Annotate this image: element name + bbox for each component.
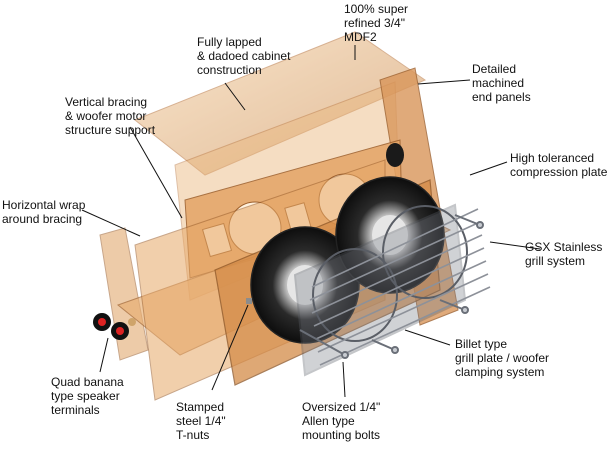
callout-vertical-bracing: Vertical bracing & woofer motor structur… [65, 95, 156, 137]
callout-speaker-terminals: Quad banana type speaker terminals [51, 375, 124, 417]
callout-cabinet-construction: Fully lapped & dadoed cabinet constructi… [197, 35, 291, 77]
callout-compression-plate: High toleranced compression plate [510, 151, 608, 179]
callout-end-panels: Detailed machined end panels [472, 62, 531, 104]
stainless-grill [309, 208, 491, 366]
t-nut [246, 298, 252, 304]
callout-grill-system: GSX Stainless grill system [525, 240, 603, 268]
top-lid-panel [134, 31, 427, 176]
callout-mounting-bolts: Oversized 1/4" Allen type mounting bolts [302, 400, 381, 442]
callout-t-nuts: Stamped steel 1/4" T-nuts [176, 400, 226, 442]
callout-horizontal-bracing: Horizontal wrap around bracing [2, 198, 86, 226]
leader-lines [81, 45, 541, 398]
callout-mdf: 100% super refined 3/4" MDF2 [344, 2, 409, 44]
rear-driver [386, 143, 404, 167]
callout-grill-plate: Billet type grill plate / woofer clampin… [455, 337, 550, 379]
speaker-terminals [93, 313, 136, 340]
mounting-bolts [299, 214, 484, 359]
end-panel-left [99, 227, 149, 361]
billet-grill-plate [293, 203, 468, 377]
